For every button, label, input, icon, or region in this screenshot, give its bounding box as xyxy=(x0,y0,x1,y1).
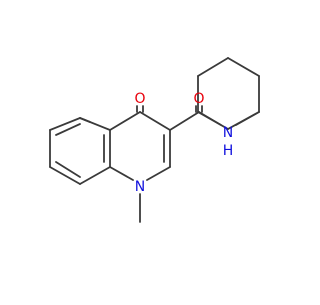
bond-cy-6 xyxy=(227,111,260,130)
bond-cy-3 xyxy=(197,57,229,77)
bond-n1-c8a xyxy=(109,166,134,181)
amide-oxygen-label: O xyxy=(193,91,204,107)
bond-benzo-c8a xyxy=(79,117,111,131)
bond-cy-5 xyxy=(197,111,229,130)
molecule-drawing: O O N H N xyxy=(49,57,260,223)
bond-benzo-bottom-right xyxy=(79,166,111,185)
bond-c4-c3 xyxy=(139,111,171,131)
bond-c4a-c4 xyxy=(109,111,141,131)
ring-nitrogen-label: N xyxy=(135,179,145,195)
bond-benzo-top-left xyxy=(49,117,81,131)
ketone-oxygen-label: O xyxy=(134,91,145,107)
bonds xyxy=(49,57,260,223)
double-bond-benzo-a xyxy=(55,123,81,136)
amide-hydrogen-label: H xyxy=(223,143,234,159)
bond-cy-2 xyxy=(227,57,260,77)
structure-canvas: O O N H N xyxy=(49,57,260,223)
bond-c2-n1 xyxy=(146,166,171,181)
double-bond-benzo-c xyxy=(55,161,81,178)
bond-c3-amide xyxy=(169,111,200,131)
amide-nitrogen-label: N xyxy=(223,125,233,141)
bond-benzo-bottom-left xyxy=(49,166,81,185)
